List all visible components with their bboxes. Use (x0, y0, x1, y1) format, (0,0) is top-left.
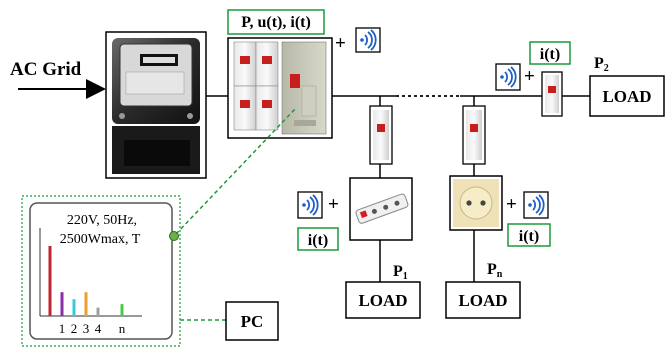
p1-label: P1 (393, 263, 408, 282)
spectrum-bars (48, 246, 124, 316)
sensor-tag-socket (507, 223, 551, 247)
harmonic-label-2: 2 (71, 321, 78, 336)
load-label-right: LOAD (602, 87, 651, 106)
spectrum-text-line2: 2500Wmax, T (60, 232, 141, 247)
breaker-branch-1 (369, 105, 393, 165)
dashed-link-meter (175, 107, 297, 235)
harmonic-label-1: 1 (59, 321, 66, 336)
plus-sign-strip: + (328, 194, 339, 215)
load-box-right (589, 75, 665, 117)
ac-grid-label: AC Grid (10, 59, 82, 80)
harmonic-bar-4 (96, 307, 100, 316)
wifi-icon-panel (355, 27, 381, 53)
power-strip (349, 177, 413, 241)
sensor-tag-strip (297, 227, 339, 251)
wifi-icon-top-right (495, 63, 521, 91)
plus-sign-socket: + (506, 194, 517, 215)
meter-measurement-tag (227, 9, 325, 35)
harmonic-label-4: 4 (95, 321, 102, 336)
meter-knob-left (119, 113, 125, 119)
plus-sign-panel: + (335, 33, 346, 54)
meter-knob-right (187, 113, 193, 119)
pc-box (225, 301, 279, 341)
sensor-label-top-right: i(t) (540, 46, 560, 63)
breaker-branch-n (462, 105, 486, 165)
pn-label: Pn (487, 261, 503, 280)
harmonic-bar-2 (72, 299, 76, 316)
harmonic-bar-n (120, 304, 124, 316)
wall-socket (449, 175, 503, 231)
p2-label: P2 (594, 55, 609, 74)
harmonic-label-3: 3 (83, 321, 90, 336)
load-label-1: LOAD (358, 291, 407, 310)
harmonic-bar-fundamental (48, 246, 52, 316)
energy-meter (105, 31, 207, 179)
plus-sign-top-right: + (524, 66, 535, 87)
sensor-label-strip: i(t) (308, 232, 328, 249)
load-box-1 (345, 281, 421, 319)
wifi-icon-strip (297, 191, 323, 219)
sensor-tag-top-right (529, 41, 571, 65)
spectrum-panel-inner (29, 202, 173, 340)
harmonic-bar-3 (84, 292, 88, 316)
spectrum-text-line1: 220V, 50Hz, (67, 213, 137, 228)
pc-label: PC (241, 312, 264, 331)
load-label-n: LOAD (458, 291, 507, 310)
wifi-icon-socket (523, 191, 549, 219)
harmonic-label-n: n (119, 321, 126, 336)
sensor-label-socket: i(t) (519, 228, 539, 245)
meter-measurement-label: P, u(t), i(t) (241, 14, 311, 31)
load-box-n (445, 281, 521, 319)
breaker-top-right (541, 71, 563, 117)
main-breaker-panel (227, 37, 333, 139)
harmonic-bar-1 (60, 292, 64, 316)
